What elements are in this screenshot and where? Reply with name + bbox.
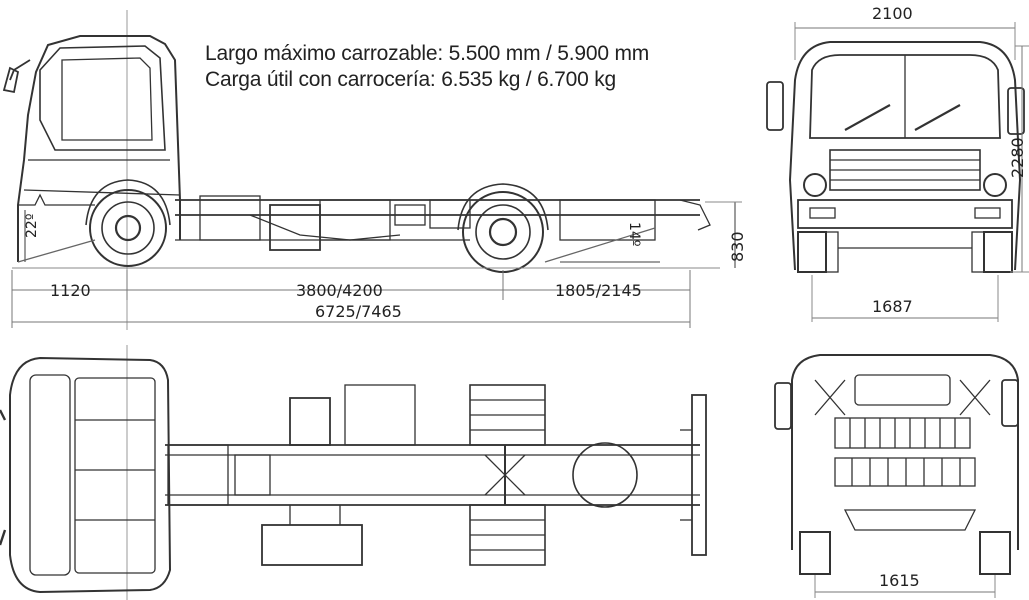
payload-note: Carga útil con carrocería: 6.535 kg / 6.… <box>205 68 617 91</box>
departure-angle-label: 14º <box>626 222 642 247</box>
front-track-label: 1687 <box>872 297 913 316</box>
overall-length-label: 6725/7465 <box>315 302 402 321</box>
rear-overhang-label: 1805/2145 <box>555 281 642 300</box>
front-view-truck <box>766 22 1029 322</box>
overall-width-label: 2100 <box>872 4 913 23</box>
overall-height-label: 2280 <box>1008 137 1027 178</box>
rear-view-truck <box>774 354 1019 598</box>
frame-height-label: 830 <box>728 231 747 262</box>
side-view-dimension-lines <box>11 270 691 328</box>
front-overhang-label: 1120 <box>50 281 91 300</box>
top-view-chassis <box>0 345 707 600</box>
side-view-truck <box>2 10 742 330</box>
max-body-length-note: Largo máximo carrozable: 5.500 mm / 5.90… <box>205 42 650 65</box>
rear-track-label: 1615 <box>879 571 920 590</box>
wheelbase-label: 3800/4200 <box>296 281 383 300</box>
approach-angle-label: 22º <box>24 213 40 238</box>
